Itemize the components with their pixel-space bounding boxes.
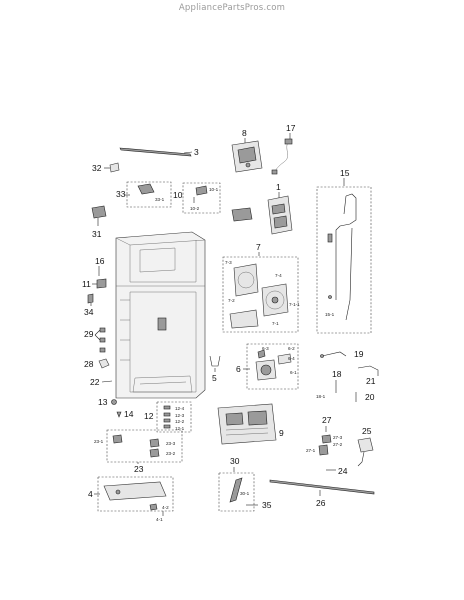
part-34: 34 [84,293,94,317]
part-label-7: 7 [256,242,261,252]
part-1-main-board: 1 [267,182,293,235]
part-label-32: 32 [92,163,102,173]
sublabel-27-2: 27-2 [333,442,343,447]
part-label-4: 4 [88,489,93,499]
sublabel-6-2: 6-2 [288,346,295,351]
part-label-9: 9 [279,428,284,438]
part-15-tubing-assembly: 15 15-1 [316,168,372,334]
part-11-hinge-pin: 11 [82,278,107,289]
sublabel-18-1: 18-1 [316,394,326,399]
sublabel-7-1-1: 7-1-1 [289,302,300,307]
sublabel-4-2: 4-2 [162,505,169,510]
part-label-3: 3 [194,147,199,157]
part-20: 20 [355,392,375,402]
sublabel-30-1: 30-1 [240,491,250,496]
part-9-panel: 9 [217,403,284,445]
sublabel-23-1: 23-1 [94,439,104,444]
part-label-19: 19 [354,349,364,359]
sublabel-12-4: 12-4 [175,406,185,411]
part-3-top-rail: 3 [119,147,199,157]
part-label-23: 23 [134,464,144,474]
sublabel-6-1: 6-1 [290,370,297,375]
part-17-power-cord: 17 [271,123,296,175]
part-25-dryer: 25 [357,426,374,467]
part-12-leveling-assembly: 12 12-4 12-3 12-2 12-1 [144,401,192,433]
watermark: AppliancePartsPros.com [178,3,286,13]
sublabel-27-3: 27-3 [333,435,343,440]
part-label-35: 35 [262,500,272,510]
part-label-17: 17 [286,123,296,133]
part-35: 35 [246,500,272,510]
part-28: 28 [84,358,110,369]
part-10-hinge: 10 10-1 10-2 [173,182,221,214]
sublabel-6-3: 6-3 [262,346,269,351]
part-label-24: 24 [338,466,348,476]
part-24: 24 [326,466,348,476]
part-label-12: 12 [144,411,154,421]
part-16: 16 [95,256,105,276]
part-label-29: 29 [84,329,94,339]
part-label-10: 10 [173,190,183,200]
sublabel-33-1: 33-1 [155,197,165,202]
part-label-25: 25 [362,426,372,436]
part-29-shelf-supports: 29 [84,327,106,353]
part-label-1: 1 [276,182,281,192]
part-label-6: 6 [236,364,241,374]
part-31-fan-motor: 31 [91,205,107,239]
part-5: 5 [209,355,221,383]
part-label-30: 30 [230,456,240,466]
part-label-34: 34 [84,307,94,317]
sublabel-23-2: 23-2 [166,451,176,456]
sublabel-7-3: 7-3 [225,260,232,265]
part-32: 32 [92,162,120,173]
sublabel-23-3: 23-3 [166,441,176,446]
part-label-14: 14 [124,409,134,419]
refrigerator-cabinet [115,231,206,399]
part-label-27: 27 [322,415,332,425]
sublabel-10-1: 10-1 [209,187,219,192]
part-30-hinge-assembly: 30 30-1 [218,456,255,512]
sublabel-12-1: 12-1 [175,426,185,431]
sublabel-7-2: 7-2 [228,298,235,303]
part-label-5: 5 [212,373,217,383]
part-13: 13 [98,397,117,407]
sublabel-12-2: 12-2 [175,419,185,424]
sublabel-27-1: 27-1 [306,448,316,453]
sublabel-6-4: 6-4 [288,356,295,361]
part-22: 22 [90,377,113,387]
part-label-28: 28 [84,359,94,369]
part-label-8: 8 [242,128,247,138]
part-label-18: 18 [332,369,342,379]
part-8-control-panel: 8 [231,128,263,173]
part-26-trim-bar: 26 [269,479,375,508]
part-19-tube: 19 [320,349,364,359]
part-18: 18 18-1 [316,369,342,399]
part-14: 14 [116,409,134,419]
part-33-bracket: 33 33-1 [116,181,172,208]
sublabel-7-4: 7-4 [275,273,282,278]
part-label-21: 21 [366,376,376,386]
sublabel-4-1: 4-1 [156,517,163,522]
part-label-20: 20 [365,392,375,402]
part-21-tube: 21 [357,365,379,386]
part-label-33: 33 [116,189,126,199]
part-27-valve-assembly: 27 27-3 27-2 27-1 [306,415,343,456]
part-6-compressor-assembly: 6 6-3 6-2 6-4 6-1 [236,343,299,390]
part-23-leveling-legs: 23-1 23-3 23-2 23 [94,429,183,474]
part-label-11: 11 [82,279,91,289]
sublabel-10-2: 10-2 [190,206,200,211]
part-label-26: 26 [316,498,326,508]
part-label-13: 13 [98,397,108,407]
sublabel-12-3: 12-3 [175,413,185,418]
part-2 [231,207,253,222]
part-label-31: 31 [92,229,102,239]
part-7-evaporator-fan-assembly: 7 7-3 7-4 7-2 7-1-1 7-1 [222,242,300,333]
sublabel-15-1: 15-1 [325,312,335,317]
part-label-22: 22 [90,377,100,387]
part-label-15: 15 [340,168,350,178]
sublabel-7-1: 7-1 [272,321,279,326]
part-4-bottom-cover: 4 4-2 4-1 [88,476,174,522]
part-label-16: 16 [95,256,105,266]
